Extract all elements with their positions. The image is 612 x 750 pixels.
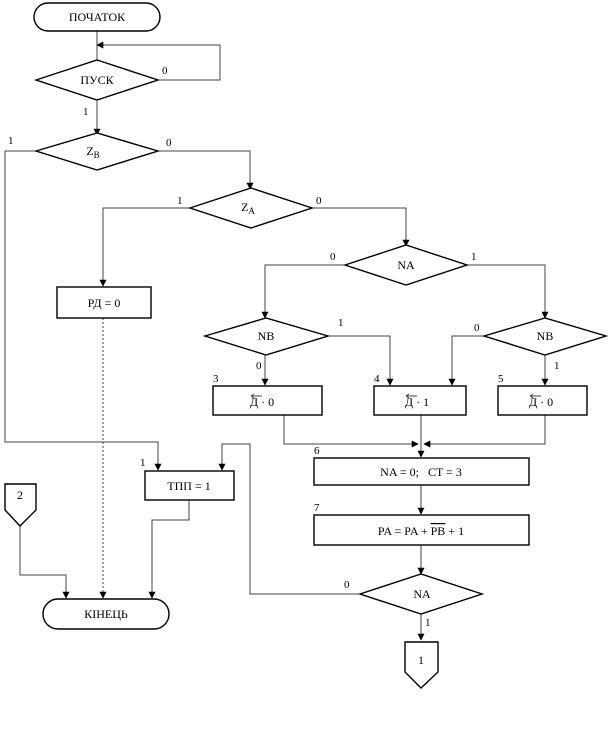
shift-left-arrow-icon bbox=[529, 393, 541, 399]
edge-label: 1 bbox=[471, 251, 477, 263]
block-number: 4 bbox=[374, 373, 380, 385]
edge-za-rd bbox=[99, 207, 190, 287]
edge-nbl-d4 bbox=[328, 335, 394, 386]
block-number: 7 bbox=[314, 502, 320, 514]
decision-zb: ZB bbox=[33, 132, 161, 171]
process-d4: Д· 1 bbox=[373, 385, 467, 416]
block-number: 5 bbox=[498, 373, 504, 385]
block-number: 6 bbox=[314, 445, 320, 457]
edge-za-na bbox=[312, 207, 410, 247]
edge-labels: 0 1 1 0 1 0 0 1 1 0 0 1 1 0 1 bbox=[8, 65, 560, 629]
decision-na-bottom: NA bbox=[357, 573, 485, 615]
edge-label: 1 bbox=[554, 360, 560, 372]
shift-left-arrow-icon bbox=[250, 393, 262, 399]
edge-c2-end bbox=[19, 525, 70, 599]
edge-nbr-d4 bbox=[448, 335, 484, 386]
edge-label: 1 bbox=[177, 195, 183, 207]
edge-d5-merge bbox=[423, 415, 546, 448]
connector-1-label: 1 bbox=[418, 653, 424, 667]
start-label: ПОЧАТОК bbox=[69, 10, 126, 24]
edge-label: 0 bbox=[330, 251, 336, 263]
end-label: КІНЕЦЬ bbox=[84, 607, 128, 621]
process-d3-label: Д· 0 bbox=[250, 395, 274, 409]
block-numbers: 3 4 5 6 7 bbox=[213, 373, 504, 514]
decision-pusk: ПУСК bbox=[33, 59, 161, 101]
edge-label: 0 bbox=[162, 65, 168, 77]
decision-nb-left: NB bbox=[202, 317, 331, 356]
process-d4-label: Д· 1 bbox=[405, 395, 429, 409]
decision-nb-right: NB bbox=[481, 317, 609, 356]
decision-na-label: NA bbox=[397, 258, 415, 272]
decision-pusk-label: ПУСК bbox=[80, 73, 114, 87]
flow-lines bbox=[4, 31, 549, 641]
edge-label: 1 bbox=[8, 135, 14, 147]
edge-label: 1 bbox=[338, 317, 344, 329]
end-terminator: КІНЕЦЬ bbox=[42, 598, 170, 630]
process-tpp-label: ТПП = 1 bbox=[167, 479, 210, 493]
process-rd: РД = 0 bbox=[56, 286, 152, 319]
edge-label: 1 bbox=[425, 617, 431, 629]
process-d5-label: Д· 0 bbox=[529, 395, 553, 409]
process-b6-label: NA = 0; CT = 3 bbox=[380, 465, 462, 479]
connector-2: 2 bbox=[4, 483, 37, 528]
edge-label: 0 bbox=[256, 360, 262, 372]
process-b7-label: PA = PA + PB + 1 bbox=[378, 524, 464, 538]
edge-na-nbl bbox=[261, 264, 345, 319]
decision-za: ZA bbox=[187, 187, 315, 229]
connector-1: 1 bbox=[404, 641, 439, 689]
edge-label: 1 bbox=[83, 106, 89, 118]
shift-left-arrow-icon bbox=[405, 393, 417, 399]
edge-tpp-end bbox=[148, 500, 190, 599]
connector-2-label: 2 bbox=[17, 488, 23, 502]
block-number: 3 bbox=[213, 373, 219, 385]
edge-zb-za bbox=[158, 150, 254, 190]
edge-label: 0 bbox=[316, 195, 322, 207]
process-d5: Д· 0 bbox=[497, 385, 588, 416]
decision-nb-left-label: NB bbox=[258, 329, 275, 343]
decision-zb-label: ZB bbox=[86, 144, 99, 160]
process-d3: Д· 0 bbox=[212, 385, 323, 416]
process-tpp: ТПП = 1 bbox=[144, 470, 235, 501]
decision-na-bottom-label: NA bbox=[413, 587, 431, 601]
decision-za-label: ZA bbox=[241, 200, 255, 216]
process-b6: NA = 0; CT = 3 bbox=[313, 457, 530, 486]
edge-d3-merge bbox=[283, 415, 419, 448]
edge-na-nbr bbox=[467, 264, 549, 319]
decision-na-top: NA bbox=[342, 244, 470, 286]
edge-label: 0 bbox=[474, 322, 480, 334]
decision-nb-right-label: NB bbox=[537, 329, 554, 343]
edge-label: 0 bbox=[166, 137, 172, 149]
edge-label: 0 bbox=[344, 579, 350, 591]
process-b7: PA = PA + PB + 1 bbox=[313, 514, 530, 546]
edge-pusk-loop bbox=[96, 41, 221, 81]
edge-nab-loop bbox=[218, 443, 360, 595]
edge-zb-yes-tpp bbox=[4, 150, 162, 471]
start-terminator: ПОЧАТОК bbox=[33, 2, 161, 32]
edge-label: 1 bbox=[140, 457, 146, 469]
process-rd-label: РД = 0 bbox=[88, 296, 121, 310]
